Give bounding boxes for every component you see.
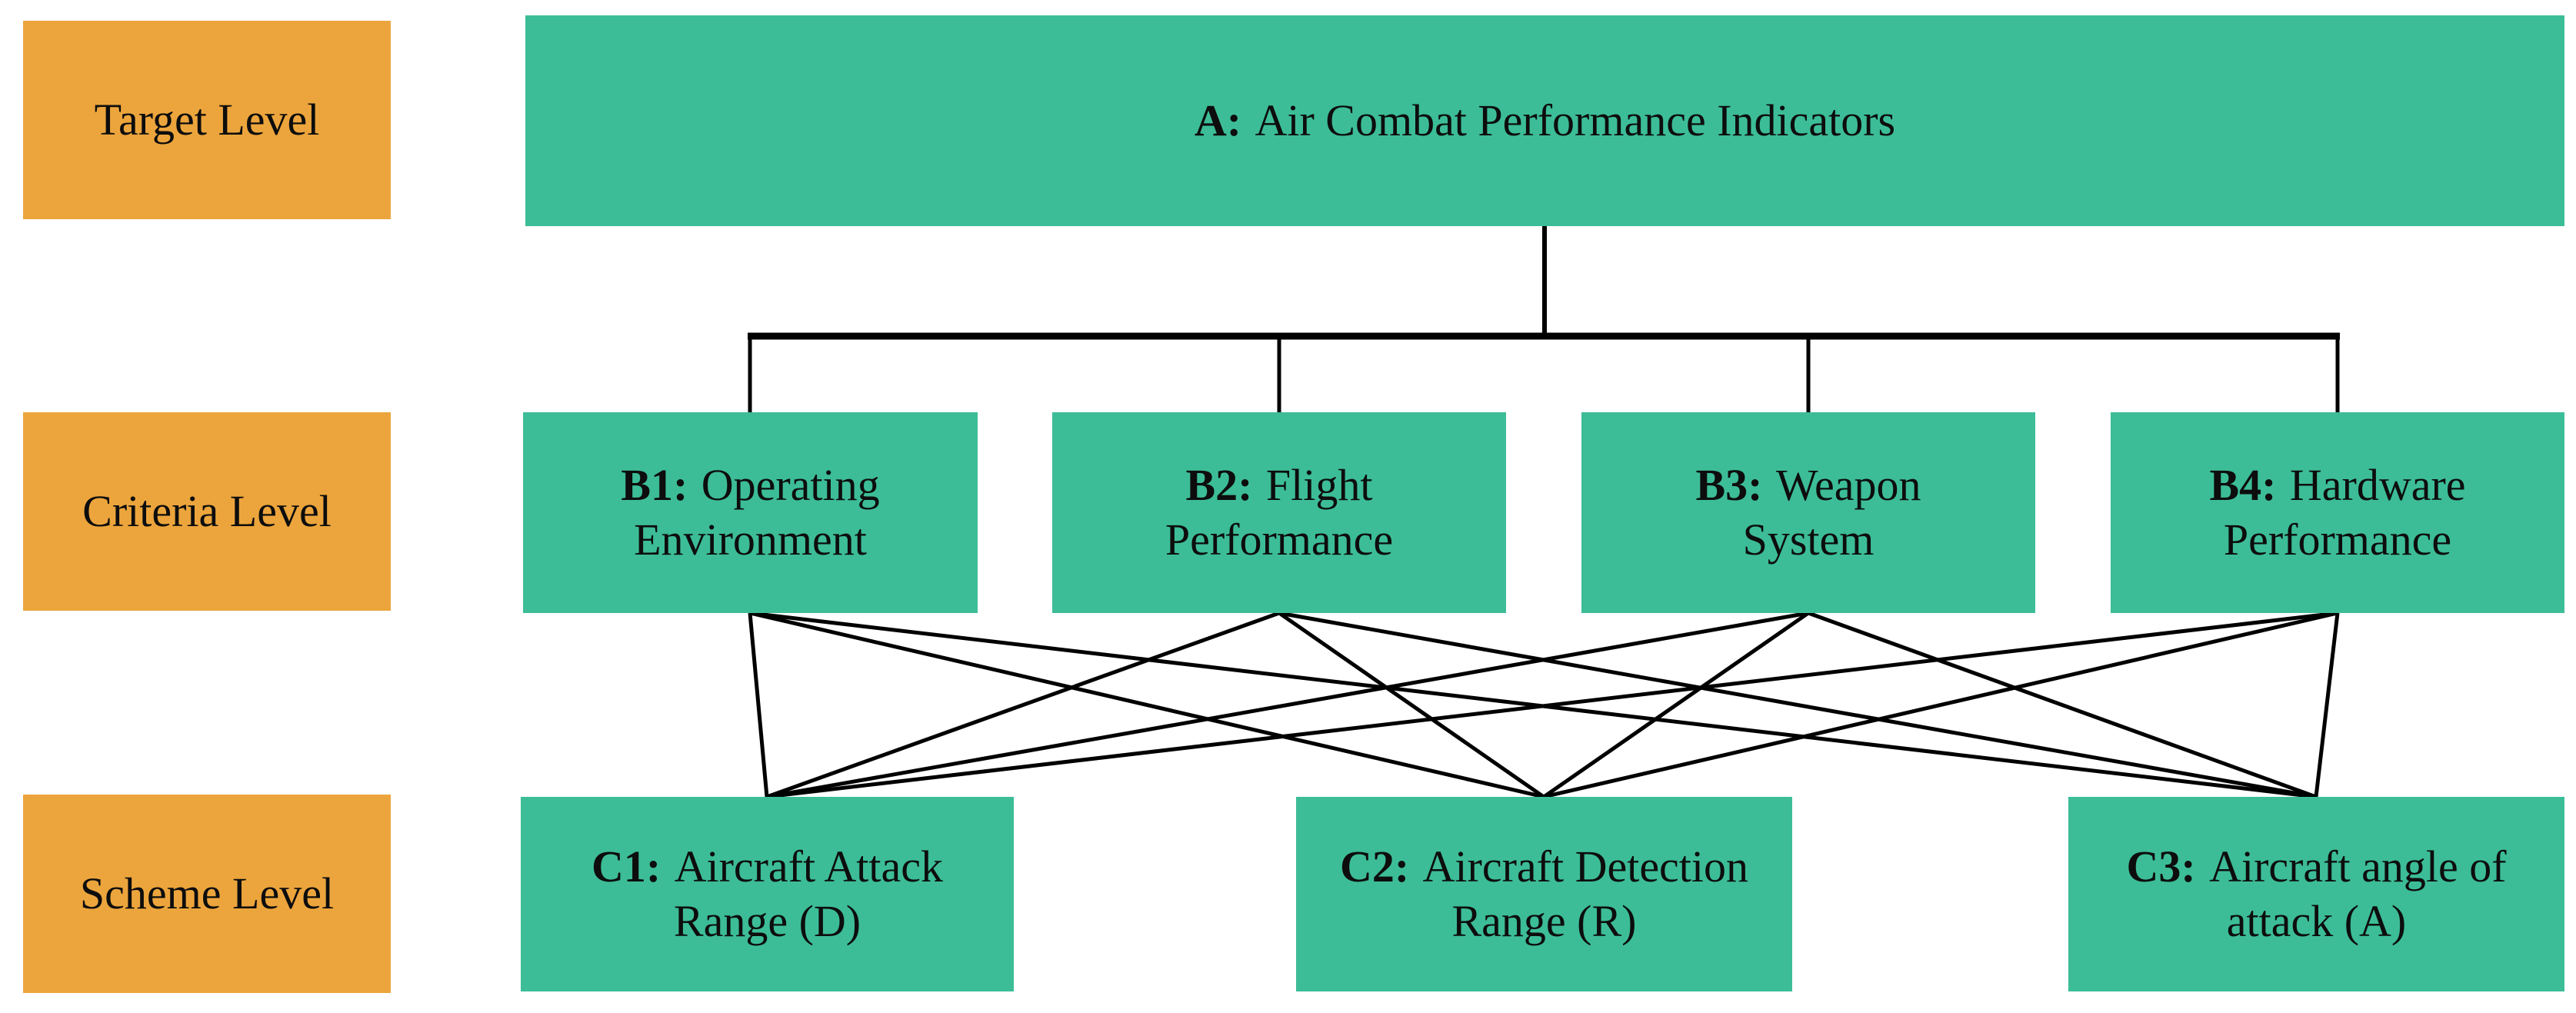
edge-b1-c2 [749,611,1545,799]
criteria-level-label: Criteria Level [23,412,391,611]
node-B2: B2:Flight Performance [1052,412,1506,613]
edge-b1-c3 [749,611,2317,799]
edge-b2-c3 [1278,611,2317,799]
node-B3: B3:Weapon System [1581,412,2035,613]
node-C3: C3:Aircraft angle of attack (A) [2068,797,2564,991]
edge-b4-c1 [766,611,2338,799]
edge-b2-c1 [766,611,1280,799]
edge-b3-c2 [1542,611,1810,799]
edge-b3-c3 [1808,611,2317,799]
scheme-level-label: Scheme Level [23,795,391,993]
target-level-label: Target Level [23,21,391,219]
edge-b1-c1 [748,612,769,798]
node-B1: B1:Operating Environment [523,412,978,613]
node-C1: C1:Aircraft Attack Range (D) [521,797,1014,991]
edge-b3-c1 [766,611,1809,799]
node-B4: B4:Hardware Performance [2111,412,2564,613]
edge-b4-c2 [1543,611,2338,799]
edge-b4-c3 [2314,612,2340,798]
node-A: A:Air Combat Performance Indicators [525,15,2564,226]
edge-b2-c2 [1278,611,1545,799]
node-C2: C2:Aircraft Detection Range (R) [1296,797,1792,991]
